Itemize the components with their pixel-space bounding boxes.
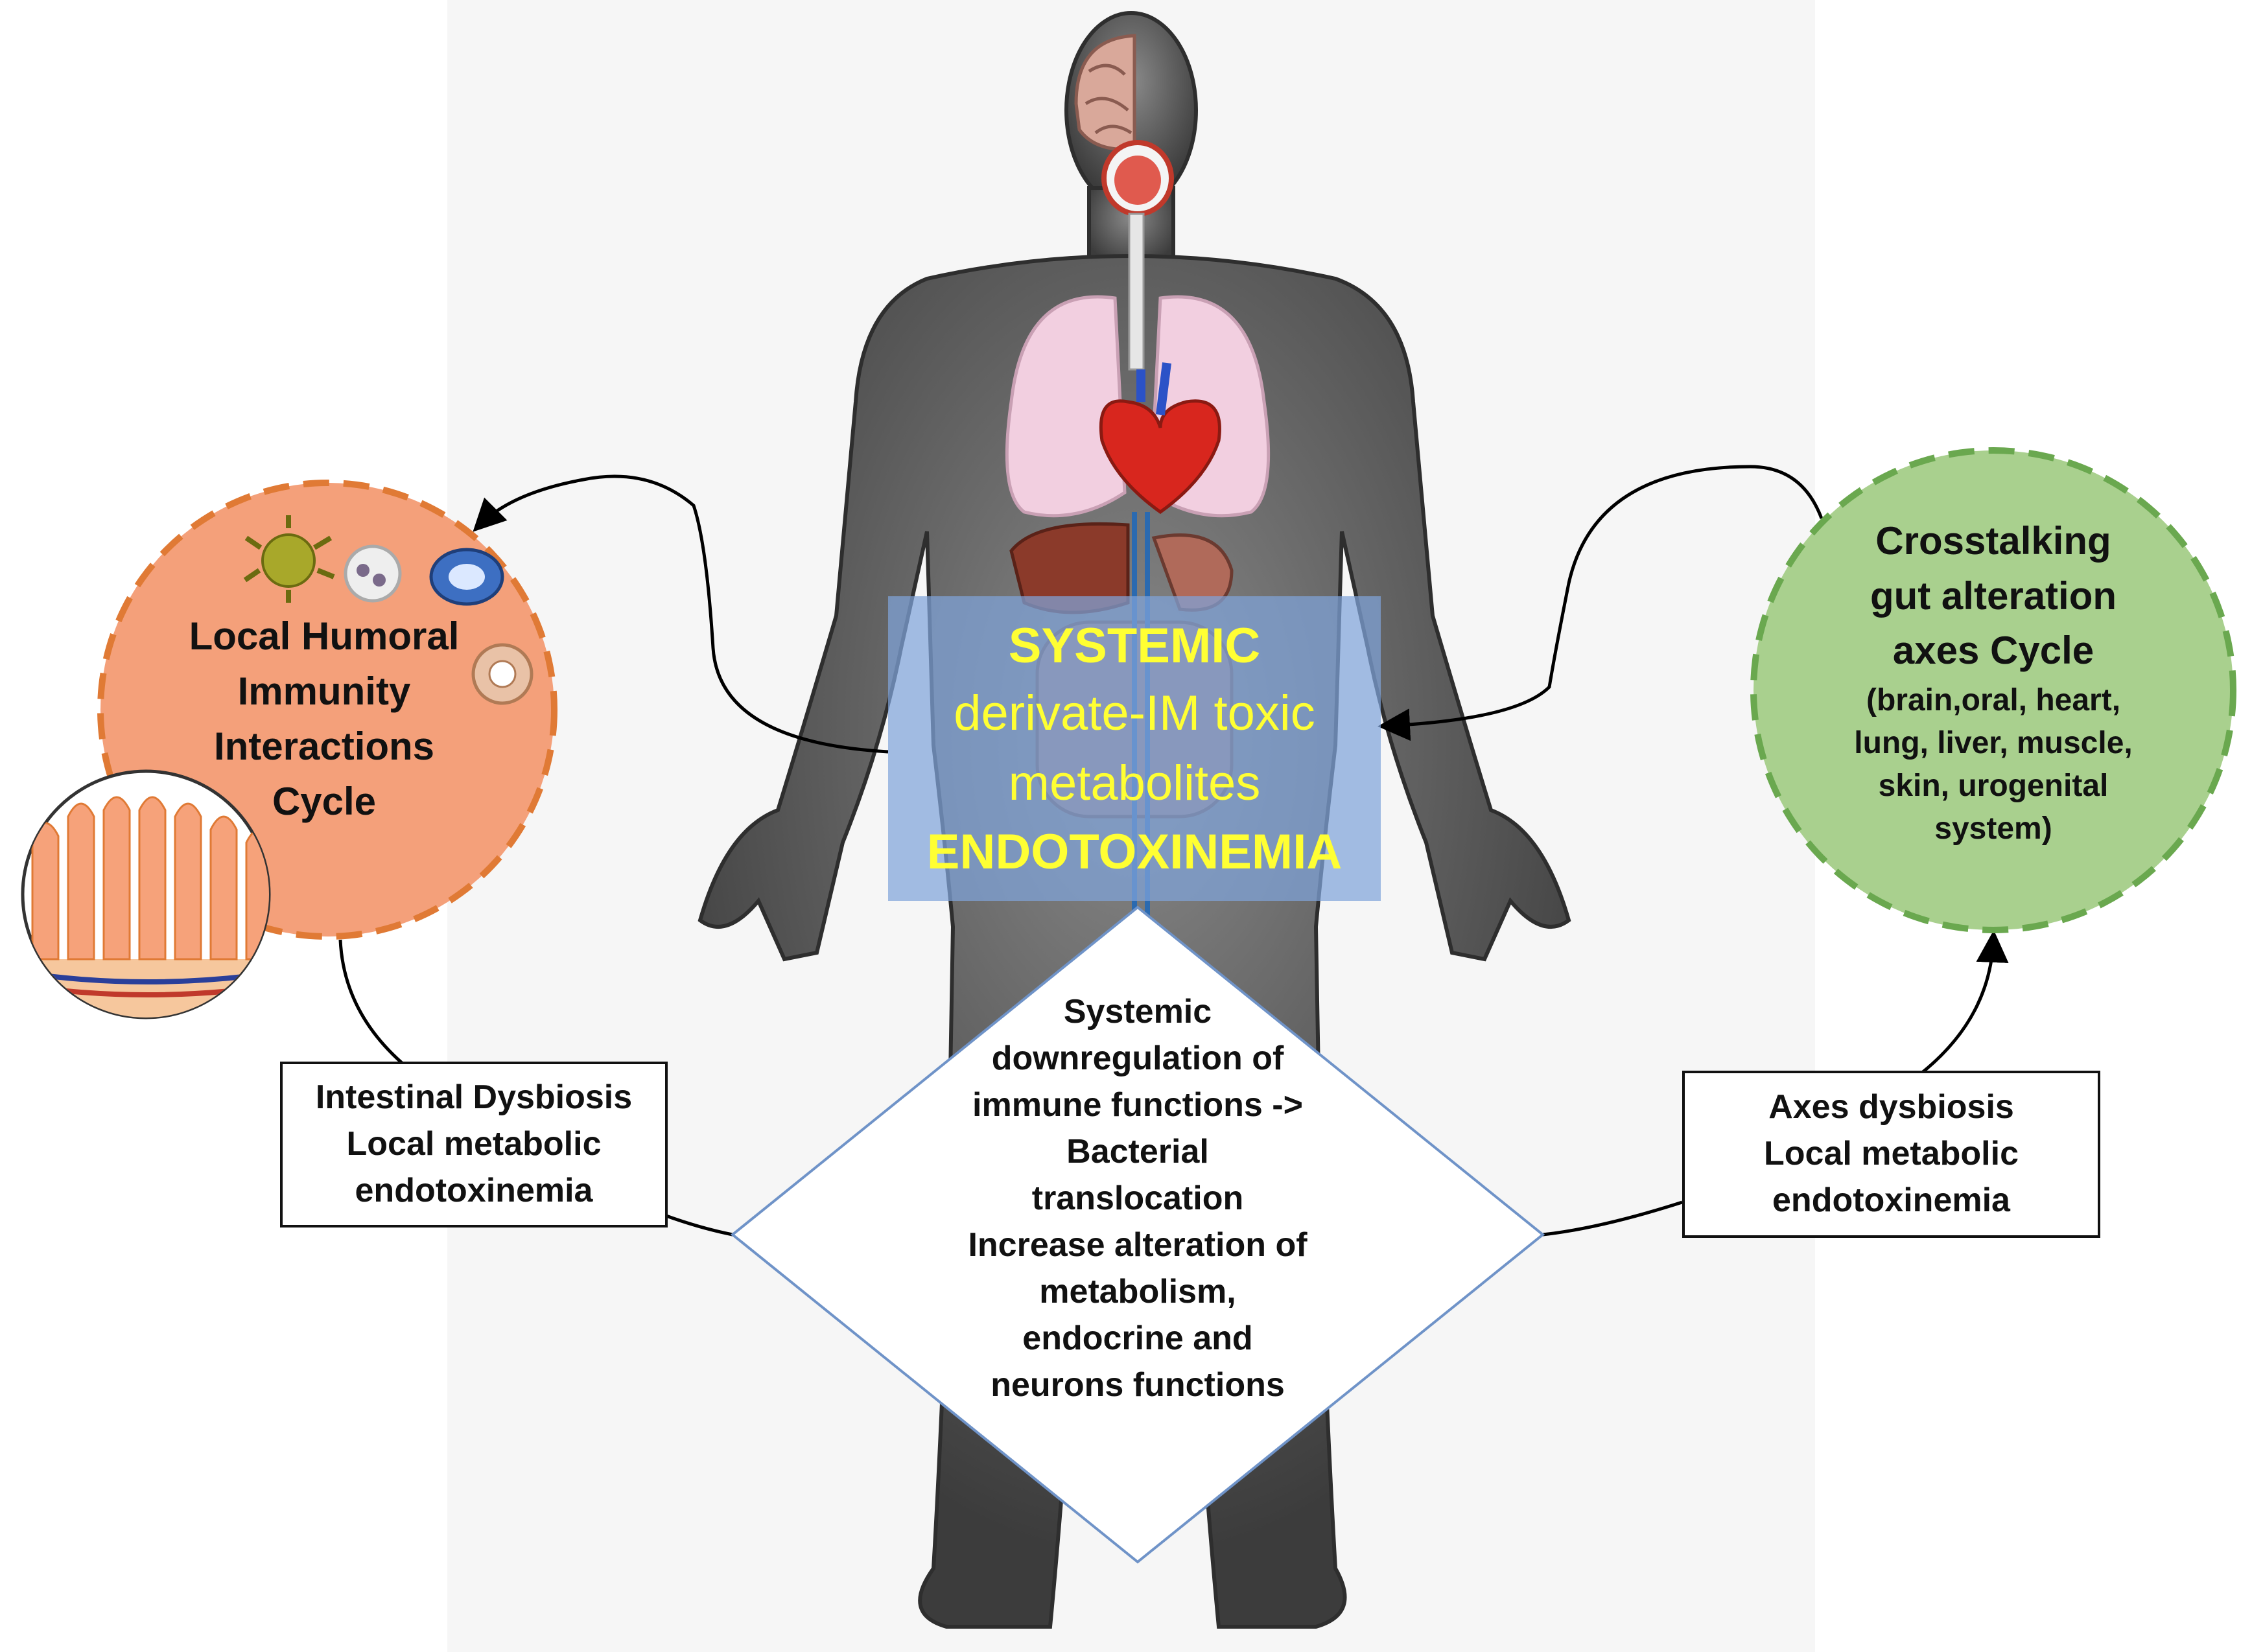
center-diamond <box>730 905 1545 1564</box>
trachea-shape <box>1128 213 1145 371</box>
diamond-line7: metabolism, <box>1039 1273 1236 1310</box>
center-line4: ENDOTOXINEMIA <box>927 824 1342 879</box>
right-cycle-title1: Crosstalking <box>1875 519 2111 563</box>
b-cell-icon <box>429 548 504 606</box>
right-cycle-detail1: (brain,oral, heart, <box>1866 683 2120 717</box>
mouth-icon <box>1101 140 1174 216</box>
left-cycle-line2: Immunity <box>238 669 411 713</box>
arrow-center-to-left-circle <box>473 474 889 754</box>
left-cycle-line1: Local Humoral <box>189 614 460 658</box>
right-cycle-title3: axes Cycle <box>1893 629 2094 672</box>
dendritic-cell-icon <box>243 515 335 603</box>
heart-icon <box>1099 362 1221 515</box>
left-info-box: Intestinal Dysbiosis Local metabolic end… <box>280 1062 668 1227</box>
right-cycle-detail2: lung, liver, muscle, <box>1854 726 2133 760</box>
left-cycle-line4: Cycle <box>272 780 376 823</box>
center-line2: derivate-IM toxic <box>954 686 1315 741</box>
connector-left-circle-to-box <box>338 939 403 1064</box>
center-panel-bg <box>888 596 1381 901</box>
right-box-line2: Local metabolic <box>1764 1135 2019 1173</box>
right-cycle-detail3: skin, urogenital <box>1879 769 2109 803</box>
arrow-right-circle-to-center <box>1378 465 1824 741</box>
right-box-line3: endotoxinemia <box>1772 1181 2010 1219</box>
plasma-cell-icon <box>471 643 534 705</box>
arrow-right-box-to-right-circle <box>1921 930 2009 1074</box>
left-box-line3: endotoxinemia <box>355 1171 593 1209</box>
diamond-line3: immune functions -> <box>972 1086 1303 1124</box>
right-info-box: Axes dysbiosis Local metabolic endotoxin… <box>1682 1071 2100 1238</box>
center-line3: metabolites <box>1009 756 1261 811</box>
granulocyte-icon <box>344 544 402 603</box>
left-cycle-line3: Interactions <box>214 725 434 768</box>
diamond-line2: downregulation of <box>992 1040 1284 1077</box>
right-cycle-detail4: system) <box>1934 811 2052 846</box>
right-box-line1: Axes dysbiosis <box>1768 1088 2014 1126</box>
diamond-line8: endocrine and <box>1022 1320 1252 1357</box>
diamond-line5: translocation <box>1032 1180 1244 1217</box>
right-cycle-circle <box>1750 447 2236 933</box>
diamond-line4: Bacterial <box>1066 1133 1209 1170</box>
left-box-line1: Intestinal Dysbiosis <box>315 1078 633 1117</box>
brain-icon <box>1074 34 1136 152</box>
diamond-line6: Increase alteration of <box>968 1226 1308 1264</box>
connector-left-box-to-diamond <box>664 1213 733 1237</box>
connector-diamond-to-right-box <box>1542 1200 1683 1237</box>
center-line1: SYSTEMIC <box>1009 618 1261 673</box>
left-box-line2: Local metabolic <box>346 1125 602 1163</box>
right-cycle-title2: gut alteration <box>1870 574 2117 618</box>
diamond-line9: neurons functions <box>991 1366 1285 1404</box>
diamond-line1: Systemic <box>1064 993 1212 1030</box>
